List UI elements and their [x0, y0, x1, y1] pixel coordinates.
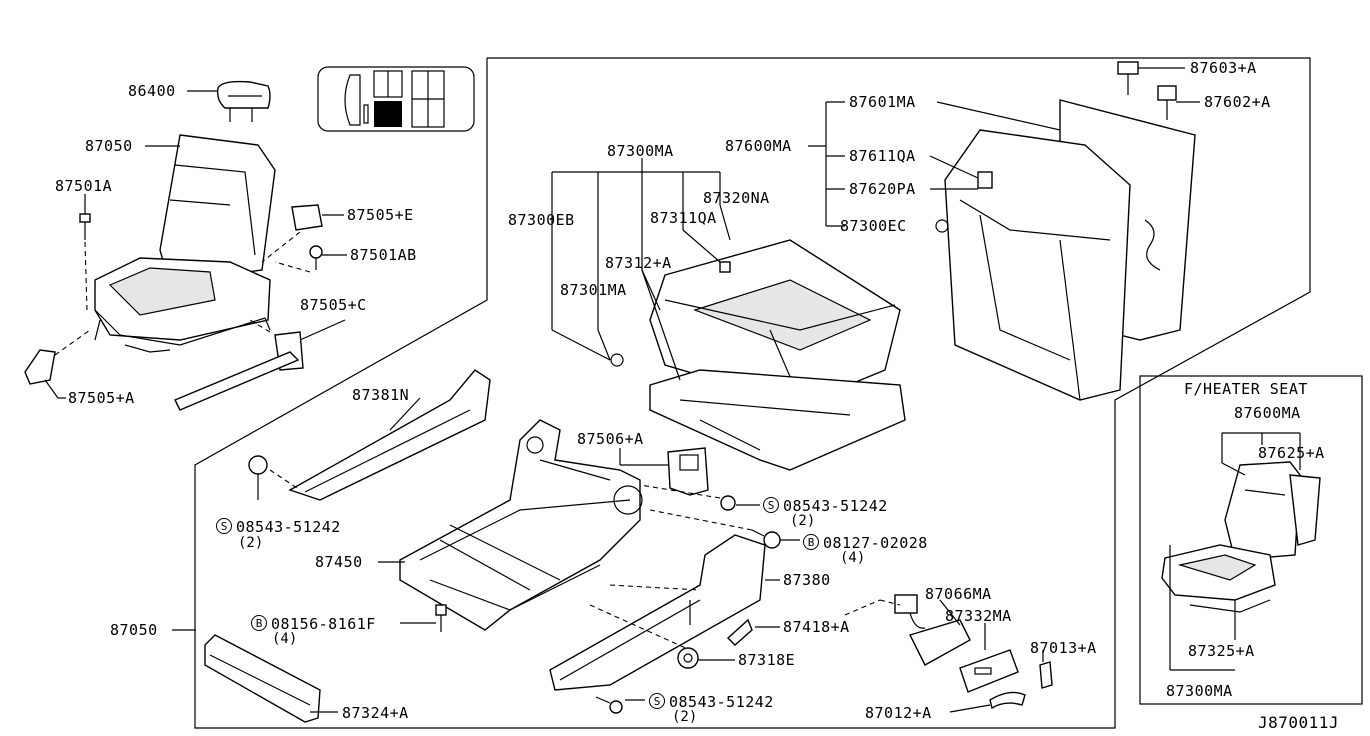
- label-87013A: 87013+A: [1030, 639, 1097, 657]
- label-86400: 86400: [128, 82, 176, 100]
- label-inset-87300MA: 87300MA: [1166, 682, 1233, 700]
- label-87301MA: 87301MA: [560, 281, 627, 299]
- label-08543-b-qty: (2): [790, 513, 816, 529]
- main-frame: [194, 57, 1311, 729]
- bracket-87506A: [667, 447, 709, 496]
- label-87600MA: 87600MA: [725, 137, 792, 155]
- label-87505E: 87505+E: [347, 206, 414, 224]
- clip-87602A: [1157, 85, 1177, 120]
- label-08543-c: 08543-51242: [669, 693, 774, 711]
- label-87620PA: 87620PA: [849, 180, 916, 198]
- label-87300EB: 87300EB: [508, 211, 575, 229]
- label-87506A: 87506+A: [577, 430, 644, 448]
- label-08156: 08156-8161F: [271, 615, 376, 633]
- clip-87611QA: [977, 171, 993, 189]
- leader-lines: [44, 67, 1301, 713]
- side-cover-87381N: [288, 369, 491, 501]
- label-87012A: 87012+A: [865, 704, 932, 722]
- label-87380: 87380: [783, 571, 831, 589]
- inset-frame: [1139, 375, 1363, 705]
- cover-87505C: [174, 351, 300, 411]
- label-87505C: 87505+C: [300, 296, 367, 314]
- label-87066MA: 87066MA: [925, 585, 992, 603]
- bolt-87501AB: [309, 245, 323, 270]
- knob-87318E: [677, 647, 699, 669]
- bolt-08543-b: [720, 495, 736, 511]
- label-87418A: 87418+A: [783, 618, 850, 636]
- bolt-08543-a: [248, 455, 268, 500]
- seat-location-icon: [317, 66, 475, 132]
- inset-heater-seat: [1161, 461, 1321, 613]
- clip-87418A: [726, 618, 753, 646]
- label-08127: 08127-02028: [823, 534, 928, 552]
- label-08543-b: 08543-51242: [783, 497, 888, 515]
- label-87324A: 87324+A: [342, 704, 409, 722]
- bolt-08543-c: [595, 696, 623, 714]
- side-cover-87380: [549, 534, 766, 691]
- label-87300EC: 87300EC: [840, 217, 907, 235]
- label-87050-top: 87050: [85, 137, 133, 155]
- diagram-id: J870011J: [1258, 713, 1340, 732]
- label-08543-c-qty: (2): [672, 709, 698, 725]
- b-symbol-icon: B: [251, 615, 267, 631]
- s-symbol-icon: S: [216, 518, 232, 534]
- clip-87603A: [1117, 61, 1139, 95]
- label-87450: 87450: [315, 553, 363, 571]
- switch-87066MA: [894, 594, 971, 666]
- label-87611QA: 87611QA: [849, 147, 916, 165]
- label-inset-87625A: 87625+A: [1258, 444, 1325, 462]
- label-87332MA: 87332MA: [945, 607, 1012, 625]
- s-symbol-icon: S: [763, 497, 779, 513]
- complete-seat-part: [94, 134, 276, 353]
- knob-87013A: [1039, 661, 1053, 689]
- s-symbol-icon: S: [649, 693, 665, 709]
- clip-87311QA: [719, 261, 731, 273]
- label-87381N: 87381N: [352, 386, 410, 404]
- label-87312A: 87312+A: [605, 254, 672, 272]
- label-87501A: 87501A: [55, 177, 113, 195]
- label-87602A: 87602+A: [1204, 93, 1271, 111]
- bracket-87505A: [24, 349, 56, 385]
- label-87311QA: 87311QA: [650, 209, 717, 227]
- b-symbol-icon: B: [803, 534, 819, 550]
- seat-cushion-part: [649, 239, 906, 471]
- label-08127-qty: (4): [840, 550, 866, 566]
- label-87300MA: 87300MA: [607, 142, 674, 160]
- label-87320NA: 87320NA: [703, 189, 770, 207]
- label-87601MA: 87601MA: [849, 93, 916, 111]
- knob-87012A: [989, 691, 1026, 710]
- inset-title: F/HEATER SEAT: [1184, 380, 1308, 398]
- label-87050-bot: 87050: [110, 621, 158, 639]
- label-08543-a-qty: (2): [238, 535, 264, 551]
- label-inset-87600MA: 87600MA: [1234, 404, 1301, 422]
- label-87603A: 87603+A: [1190, 59, 1257, 77]
- label-08543-a: 08543-51242: [236, 518, 341, 536]
- seat-back-part: [944, 99, 1196, 401]
- bolt-87501A: [79, 213, 91, 240]
- headrest-part: [216, 80, 271, 122]
- label-87505A: 87505+A: [68, 389, 135, 407]
- bracket-87505E: [291, 204, 323, 231]
- label-inset-87325A: 87325+A: [1188, 642, 1255, 660]
- label-87501AB: 87501AB: [350, 246, 417, 264]
- escutcheon-87332MA: [959, 649, 1019, 693]
- label-08156-qty: (4): [272, 631, 298, 647]
- label-87318E: 87318E: [738, 651, 796, 669]
- bolt-08156: [435, 604, 447, 632]
- cover-87324A: [204, 634, 321, 723]
- seat-frame-87450: [399, 419, 643, 631]
